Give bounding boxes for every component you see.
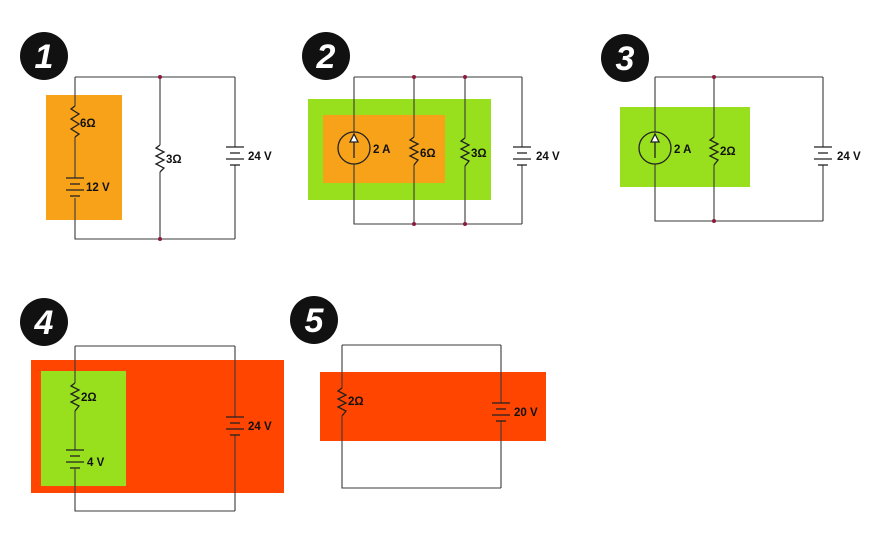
step-3-number: 3 <box>616 40 635 78</box>
step-3-battery-24v <box>814 146 832 166</box>
step-1-nodes <box>158 75 162 241</box>
step-4-label-4v: 4 V <box>87 457 105 469</box>
step-1-number: 1 <box>35 38 54 76</box>
step-1-battery-24v <box>226 146 244 166</box>
step-3-label-24v: 24 V <box>837 151 861 163</box>
step-2-number: 2 <box>316 38 336 76</box>
step-2-orange-highlight <box>323 115 445 183</box>
step-4-battery-24v <box>226 416 244 436</box>
step-1-label-12v: 12 V <box>86 182 110 194</box>
step-1-orange-highlight <box>46 95 122 220</box>
step-4-label-2ohm: 2Ω <box>81 392 97 404</box>
step-2-resistor-3ohm <box>459 137 471 167</box>
step-2-nodes <box>412 75 467 226</box>
step-4-wires <box>74 345 236 512</box>
step-5-wires <box>341 344 502 489</box>
step-5-label-20v: 20 V <box>514 407 538 419</box>
step-1-label-3ohm: 3Ω <box>166 154 182 166</box>
step-5-resistor-2ohm <box>336 387 348 417</box>
step-5-red-highlight <box>320 372 546 441</box>
step-1-resistor-3ohm <box>154 144 166 173</box>
step-4-number: 4 <box>34 304 54 342</box>
step-2-label-2a: 2 A <box>373 144 390 156</box>
step-1-badge: 1 <box>20 32 68 80</box>
step-1-label-24v: 24 V <box>248 151 272 163</box>
step-2-label-3ohm: 3Ω <box>471 148 487 160</box>
step-4-label-24v: 24 V <box>248 421 272 433</box>
step-1-resistor-6ohm <box>69 105 81 138</box>
step-4-green-highlight <box>41 371 126 486</box>
step-4-battery-4v <box>66 449 84 469</box>
step-1-battery-12v <box>66 177 84 197</box>
step-3-label-2ohm: 2Ω <box>720 146 736 158</box>
step-3-current-source-2a <box>638 131 672 165</box>
step-3-green-highlight <box>620 107 750 187</box>
step-4-badge: 4 <box>20 298 68 346</box>
step-5-label-2ohm: 2Ω <box>348 396 364 408</box>
step-5-number: 5 <box>305 302 325 340</box>
step-4-resistor-2ohm <box>69 382 81 412</box>
step-5-battery-20v <box>492 402 510 422</box>
step-2-battery-24v <box>513 146 531 166</box>
step-3-label-2a: 2 A <box>674 144 691 156</box>
step-3: 3 2 A 2Ω 24 V <box>601 34 861 223</box>
step-3-badge: 3 <box>601 34 649 82</box>
step-2: 2 2 A 6Ω 3Ω 24 V <box>302 32 560 226</box>
step-2-label-6ohm: 6Ω <box>420 148 436 160</box>
step-5-badge: 5 <box>290 296 338 344</box>
step-3-wires <box>654 76 824 222</box>
step-4: 4 2Ω 4 V 24 V <box>20 298 284 512</box>
step-2-label-24v: 24 V <box>536 151 560 163</box>
step-1-wires <box>74 76 236 240</box>
step-3-resistor-2ohm <box>708 136 720 166</box>
step-1-label-6ohm: 6Ω <box>80 118 96 130</box>
step-2-current-source-2a <box>337 131 371 165</box>
step-3-nodes <box>712 75 716 223</box>
step-2-resistor-6ohm <box>408 136 420 166</box>
step-2-badge: 2 <box>302 32 350 80</box>
step-5: 5 2Ω 20 V <box>290 296 546 489</box>
step-2-wires <box>353 76 523 225</box>
step-1: 1 6Ω 12 V 3Ω 24 V <box>20 32 272 241</box>
